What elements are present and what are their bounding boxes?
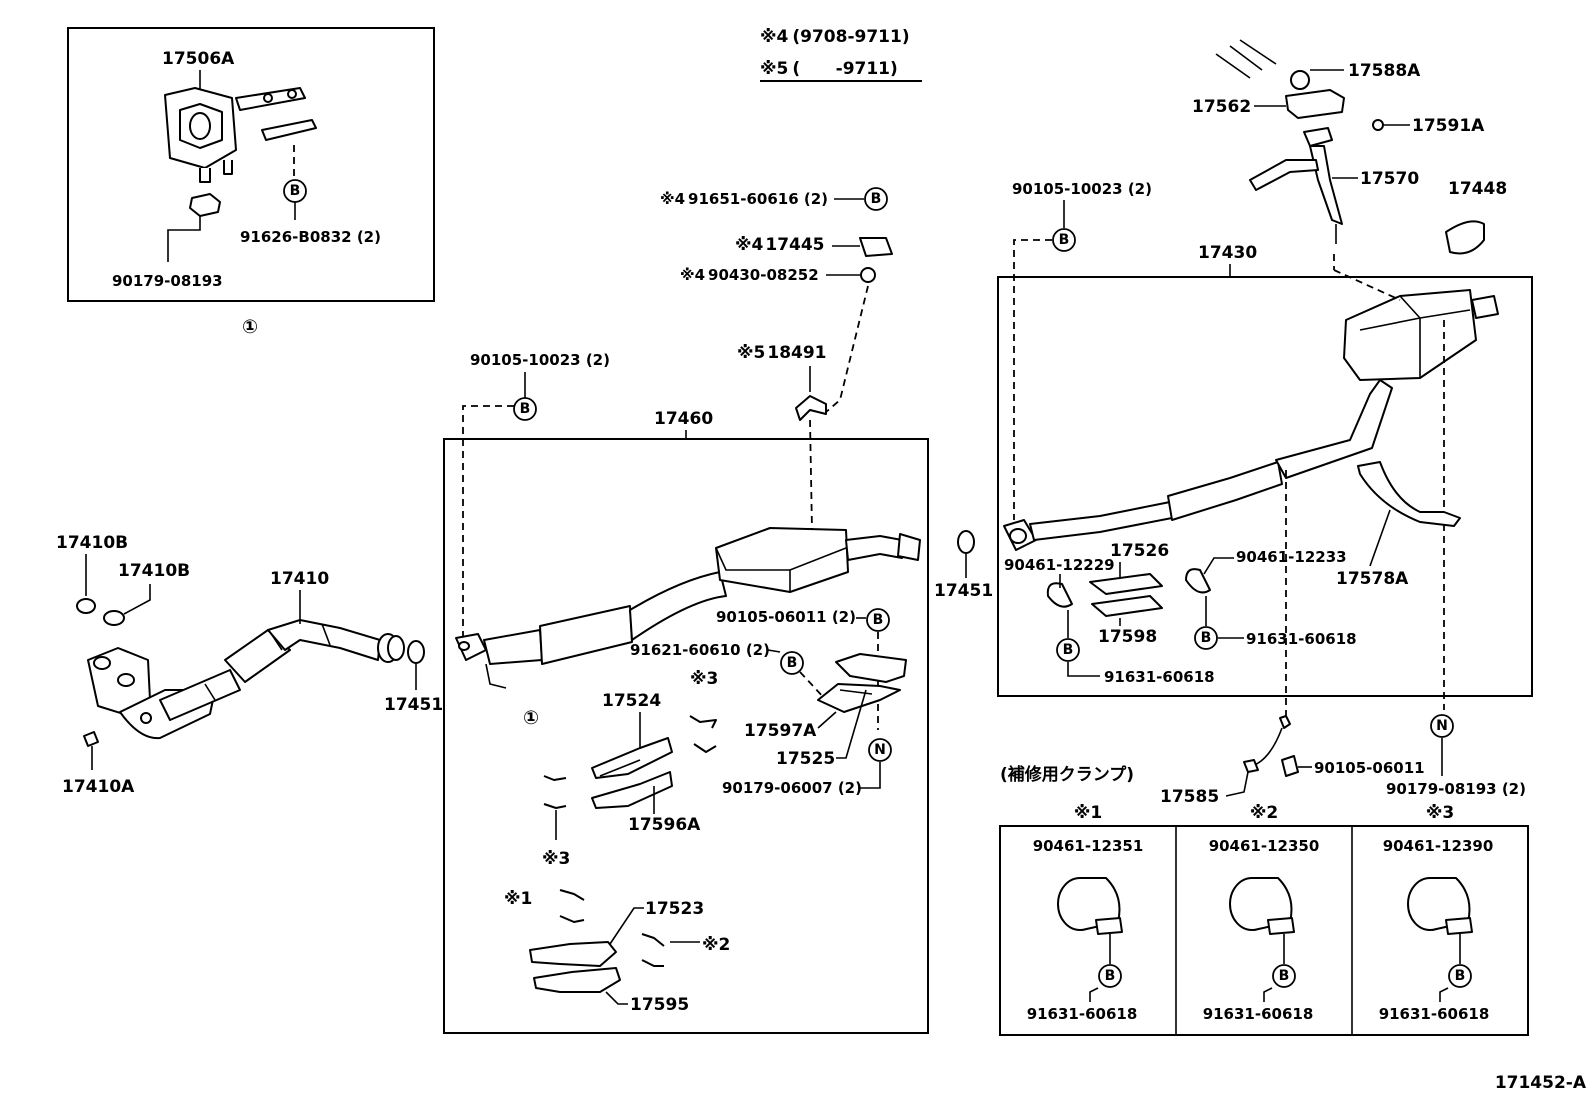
svg-text:B: B (1105, 968, 1116, 984)
label-17578A: 17578A (1336, 569, 1409, 589)
nut (189, 193, 221, 217)
label-91631-60618-a: 91631-60618 (1104, 668, 1215, 686)
label-90105-10023-right: 90105-10023 (2) (1012, 180, 1152, 198)
callout-b: B (787, 655, 798, 671)
figure-id: 171452-A (1495, 1073, 1587, 1093)
label-17524: 17524 (602, 691, 661, 711)
label-17526: 17526 (1110, 541, 1169, 561)
label-17570: 17570 (1360, 169, 1419, 189)
hanger-parts (1215, 39, 1485, 255)
repair-clamp-2: ※2 90461-12350 B 91631-60618 (1203, 803, 1320, 1023)
svg-text:91631-60618: 91631-60618 (1203, 1005, 1314, 1023)
label-17585: 17585 (1160, 787, 1219, 807)
label-17598: 17598 (1098, 627, 1157, 647)
label-91631-60618-b: 91631-60618 (1246, 630, 1357, 648)
label-90179-06007: 90179-06007 (2) (722, 779, 862, 797)
svg-text:※1: ※1 (1074, 803, 1102, 823)
label-17410B-1: 17410B (56, 533, 128, 553)
callout-b: B (520, 401, 531, 417)
svg-text:※5( -9711): ※5( -9711) (760, 59, 898, 79)
label-90461-12233: 90461-12233 (1236, 548, 1347, 566)
callout-n: N (1436, 718, 1448, 734)
label-90461-12229: 90461-12229 (1004, 556, 1115, 574)
callout-b: B (1201, 630, 1212, 646)
repair-clamp-parts (1046, 568, 1211, 617)
repair-clamp-3: ※3 90461-12390 B 91631-60618 (1379, 803, 1494, 1023)
label-17430: 17430 (1198, 243, 1257, 263)
label-91621: 91621-60610 (2) (630, 641, 770, 659)
svg-text:B: B (1455, 968, 1466, 984)
variant-notes: ※4(9708-9711) ※5( -9711) (760, 27, 922, 82)
mark-1: ※1 (504, 889, 532, 909)
label-90105-06011-mid: 90105-06011 (2) (716, 608, 856, 626)
svg-text:90461-12390: 90461-12390 (1383, 837, 1494, 855)
repair-clamp-heading: (補修用クランプ) (1000, 764, 1134, 785)
repair-clamp-1: ※1 90461-12351 B 91631-60618 (1027, 803, 1144, 1023)
heat-insulator-upper (817, 653, 907, 713)
circle-one-mark: ① (242, 316, 258, 338)
label-17410B-2: 17410B (118, 561, 190, 581)
svg-text:B: B (1279, 968, 1290, 984)
callout-b: B (871, 191, 882, 207)
label-17451-left: 17451 (384, 695, 443, 715)
label-17410A: 17410A (62, 777, 135, 797)
label-17562: 17562 (1192, 97, 1251, 117)
callout-n: N (874, 742, 886, 758)
svg-text:※3: ※3 (1426, 803, 1454, 823)
label-17596A: 17596A (628, 815, 701, 835)
heat-insulator-middle (591, 737, 673, 809)
inset-box-mount (67, 27, 435, 302)
label-17591A: 17591A (1412, 116, 1485, 136)
exhaust-hanger-mount (164, 87, 317, 183)
front-exhaust-pipe (87, 619, 405, 740)
mark-3-bottom: ※3 (542, 849, 570, 869)
label-17523: 17523 (645, 899, 704, 919)
label-17460: 17460 (654, 409, 713, 429)
tail-pipe-box (997, 276, 1533, 697)
center-pipe-box (443, 438, 929, 1034)
label-17525: 17525 (776, 749, 835, 769)
label-90179-08193: 90179-08193 (112, 272, 223, 290)
label-17448: 17448 (1448, 179, 1507, 199)
svg-text:※4(9708-9711): ※4(9708-9711) (760, 27, 910, 47)
label-90179-08193-right: 90179-08193 (2) (1386, 780, 1526, 798)
label-17506A: 17506A (162, 49, 235, 69)
label-90105-06011-right: 90105-06011 (1314, 759, 1425, 777)
svg-text:91631-60618: 91631-60618 (1379, 1005, 1490, 1023)
callout-b: B (290, 183, 301, 199)
mark-2: ※2 (702, 935, 730, 955)
heat-insulator-lower (529, 941, 621, 993)
circle-one-mark: ① (523, 707, 539, 729)
center-exhaust-pipe (455, 527, 921, 689)
tail-pipe-muffler (1003, 289, 1499, 551)
label-17588A: 17588A (1348, 61, 1421, 81)
label-17410: 17410 (270, 569, 329, 589)
callout-b: B (1059, 232, 1070, 248)
svg-text:※2: ※2 (1250, 803, 1278, 823)
label-90105-10023-left: 90105-10023 (2) (470, 351, 610, 369)
svg-text:90461-12350: 90461-12350 (1209, 837, 1320, 855)
callout-b: B (873, 612, 884, 628)
label-91626: 91626-B0832 (2) (240, 228, 381, 246)
label-17595: 17595 (630, 995, 689, 1015)
band-clamp (1357, 461, 1461, 527)
callout-b: B (1063, 642, 1074, 658)
label-17597A: 17597A (744, 721, 817, 741)
repair-clamp-table (999, 825, 1529, 1036)
svg-text:91631-60618: 91631-60618 (1027, 1005, 1138, 1023)
mark-3-top: ※3 (690, 669, 718, 689)
svg-text:90461-12351: 90461-12351 (1033, 837, 1144, 855)
label-17451-mid: 17451 (934, 581, 993, 601)
